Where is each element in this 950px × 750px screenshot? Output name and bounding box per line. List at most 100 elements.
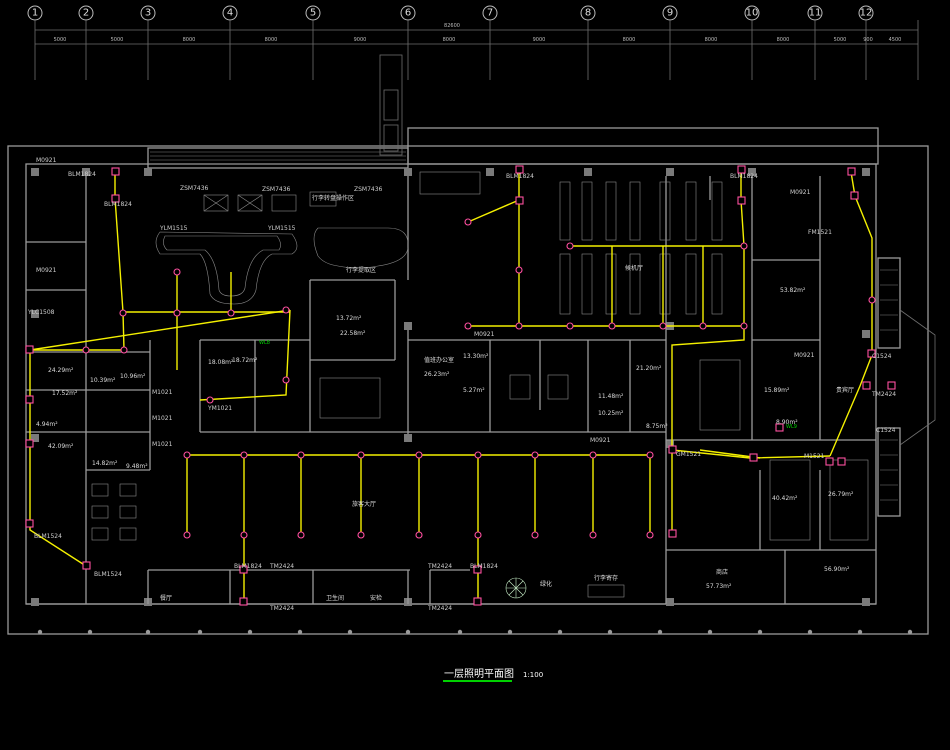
svg-text:5: 5 — [310, 8, 316, 19]
light-fixture — [239, 565, 248, 574]
room-area: 40.42m² — [772, 495, 798, 502]
light-fixture — [239, 597, 248, 606]
light-fixture — [464, 218, 472, 226]
light-fixture — [775, 423, 784, 432]
svg-text:10: 10 — [746, 8, 759, 19]
svg-text:12: 12 — [860, 8, 873, 19]
light-fixture — [25, 395, 34, 404]
light-fixture — [474, 451, 482, 459]
door-code: M0921 — [590, 437, 611, 444]
light-fixture — [531, 531, 539, 539]
axis-5: 5 — [305, 5, 321, 21]
door-code: BLM1824 — [506, 173, 534, 180]
light-fixture — [173, 309, 181, 317]
room-area: 42.09m² — [48, 443, 74, 450]
light-fixture — [357, 451, 365, 459]
door-code: M1021 — [152, 389, 173, 396]
light-fixture — [589, 531, 597, 539]
door-code: BLM1524 — [34, 533, 62, 540]
window-code: YLC1508 — [27, 309, 55, 316]
door-code: BLM1824 — [104, 201, 132, 208]
light-fixture — [183, 531, 191, 539]
door-code: TM2424 — [269, 563, 294, 570]
light-fixture — [415, 451, 423, 459]
light-fixture — [867, 349, 876, 358]
light-fixture — [668, 445, 677, 454]
axis-8: 8 — [580, 5, 596, 21]
light-fixture — [862, 381, 871, 390]
drawing-scale: 1:100 — [523, 671, 543, 679]
svg-text:3: 3 — [145, 8, 151, 19]
light-fixture — [737, 165, 746, 174]
door-code: TM2424 — [269, 605, 294, 612]
svg-text:8000: 8000 — [705, 37, 718, 43]
light-fixture — [120, 346, 128, 354]
garden-plant — [505, 577, 527, 599]
door-code: GM1521 — [676, 451, 701, 458]
light-fixture — [740, 242, 748, 250]
svg-text:5000: 5000 — [111, 37, 124, 43]
light-fixture — [737, 196, 746, 205]
room-area: 11.48m² — [598, 393, 624, 400]
light-fixture — [646, 451, 654, 459]
light-fixture — [474, 531, 482, 539]
light-fixture — [111, 194, 120, 203]
room-area: 10.96m² — [120, 373, 146, 380]
room-area: 10.39m² — [90, 377, 116, 384]
light-fixture — [282, 306, 290, 314]
light-fixture — [868, 296, 876, 304]
light-fixture — [173, 268, 181, 276]
room-area: 13.30m² — [463, 353, 489, 360]
light-fixture — [240, 451, 248, 459]
svg-text:8000: 8000 — [443, 37, 456, 43]
room-name: 行李转盘操作区 — [312, 194, 354, 202]
room-area: 26.79m² — [828, 491, 854, 498]
room-name: 行李提取区 — [346, 266, 376, 274]
door-code: M0921 — [794, 352, 815, 359]
window-code: C1524 — [872, 353, 892, 360]
svg-text:6: 6 — [405, 8, 411, 19]
light-fixture — [850, 191, 859, 200]
axis-4: 4 — [222, 5, 238, 21]
light-fixture — [25, 439, 34, 448]
drawing-title-block: 一层照明平面图 1:100 — [443, 668, 543, 682]
light-fixture — [227, 309, 235, 317]
room-area: 24.29m² — [48, 367, 74, 374]
door-code: M1021 — [152, 415, 173, 422]
exterior-bollards — [37, 629, 913, 635]
svg-text:8000: 8000 — [777, 37, 790, 43]
light-fixture — [566, 242, 574, 250]
light-fixture — [847, 167, 856, 176]
circuit-tag: WL9 — [786, 424, 797, 430]
room-area: 21.20m² — [636, 365, 662, 372]
room-area: 13.72m² — [336, 315, 362, 322]
room-area: 18.08m² — [208, 359, 234, 366]
door-code: M0921 — [790, 189, 811, 196]
svg-text:8: 8 — [585, 8, 591, 19]
room-name: 旅客大厅 — [352, 500, 376, 508]
light-fixture — [608, 322, 616, 330]
door-code: M0921 — [36, 267, 57, 274]
equipment-label: ZSM7436 — [354, 186, 383, 193]
light-fixture — [566, 322, 574, 330]
axis-7: 7 — [482, 5, 498, 21]
door-code: BLM1824 — [730, 173, 758, 180]
svg-text:9000: 9000 — [354, 37, 367, 43]
door-code: TM2424 — [427, 605, 452, 612]
light-fixture — [646, 531, 654, 539]
light-fixture — [825, 457, 834, 466]
svg-text:5000: 5000 — [54, 37, 67, 43]
room-name: 候机厅 — [625, 264, 643, 272]
building-outline — [7, 54, 936, 635]
axis-2: 2 — [78, 5, 94, 21]
light-fixtures — [25, 165, 896, 606]
light-fixture — [25, 519, 34, 528]
room-area: 26.23m² — [424, 371, 450, 378]
room-area: 14.82m² — [92, 460, 118, 467]
overall-dimension: 82600 — [444, 23, 460, 29]
svg-text:9: 9 — [667, 8, 673, 19]
light-fixture — [740, 322, 748, 330]
light-fixture — [473, 565, 482, 574]
room-area: 18.72m² — [232, 357, 258, 364]
